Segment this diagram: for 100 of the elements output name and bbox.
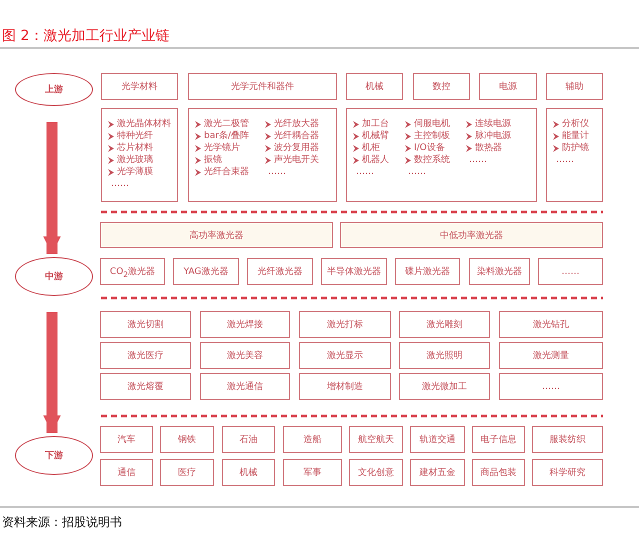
arrow: [43, 122, 61, 254]
category-label: 商品包装: [480, 466, 516, 479]
category-label: 光学材料: [122, 80, 158, 93]
list-item: 脉冲电源: [475, 131, 511, 142]
category-box: [346, 73, 403, 100]
list-item: 机柜: [362, 143, 380, 154]
category-label: 造船: [304, 434, 322, 446]
category-label: 航空航天: [358, 434, 394, 446]
list-item: ……: [111, 179, 129, 190]
category-box: [200, 342, 290, 369]
category-box: [100, 222, 333, 248]
category-box: [472, 426, 525, 453]
category-box: [399, 342, 490, 369]
list-item: 光纤合束器: [204, 167, 249, 178]
list-box: [101, 108, 178, 202]
list-item: 防护镜: [562, 143, 589, 154]
category-label: 服装纺织: [550, 434, 586, 446]
stage-label: 上游: [45, 83, 63, 96]
category-box: [538, 258, 603, 285]
category-box: [349, 426, 403, 453]
category-box: [299, 311, 391, 338]
category-label: ……: [542, 382, 560, 392]
category-box: [399, 311, 490, 338]
list-item: 分析仪: [562, 119, 589, 130]
category-label: 激光微加工: [422, 380, 467, 393]
category-label: 激光通信: [227, 380, 263, 393]
list-item: 特种光纤: [117, 131, 153, 142]
category-label: 激光打标: [327, 318, 363, 331]
category-label: 高功率激光器: [190, 230, 244, 242]
category-label: 光学元件和器件: [231, 80, 294, 93]
category-label: 轨道交通: [420, 434, 456, 446]
category-box: [222, 459, 275, 486]
list-item: 数控系统: [414, 155, 450, 166]
stage-label: 下游: [45, 450, 63, 462]
category-label: 激光显示: [327, 350, 363, 362]
category-box: [410, 459, 465, 486]
list-item: 伺服电机: [414, 119, 450, 130]
category-label: 激光切割: [128, 318, 164, 331]
list-item: 光纤放大器: [274, 119, 319, 130]
list-box: [546, 108, 603, 202]
category-box: [349, 459, 403, 486]
category-label: 激光医疗: [128, 350, 164, 362]
category-box: [472, 459, 525, 486]
stage-label: 中游: [45, 270, 63, 283]
category-label: 半导体激光器: [327, 266, 381, 278]
category-label: 电源: [499, 80, 517, 93]
list-item: 光纤耦合器: [274, 131, 319, 142]
category-label: CO$_{2}$激光器: [110, 266, 156, 278]
category-box: [499, 342, 603, 369]
category-box: [100, 373, 191, 400]
category-box: [160, 459, 214, 486]
category-label: 建材五金: [420, 466, 456, 479]
list-box: [346, 108, 537, 202]
category-box: [399, 373, 490, 400]
list-box: [188, 108, 337, 202]
figure-title: 图 2：激光加工行业产业链: [2, 27, 170, 45]
list-item: 光学镜片: [204, 143, 240, 154]
list-item: 波分复用器: [274, 143, 319, 154]
category-label: 钢铁: [178, 434, 196, 446]
category-label: 激光测量: [533, 350, 569, 362]
list-item: ……: [408, 167, 426, 178]
arrow: [43, 312, 61, 433]
list-item: 振镜: [204, 155, 222, 166]
category-box: [100, 311, 191, 338]
category-box: [247, 258, 313, 285]
list-item: 散热器: [475, 143, 502, 154]
category-box: [100, 426, 153, 453]
list-item: bar条/叠阵: [204, 131, 249, 142]
category-box: [532, 426, 603, 453]
category-label: 激光照明: [426, 350, 462, 362]
category-box: [532, 459, 603, 486]
category-box: [499, 373, 603, 400]
source-note: 资料来源：招股说明书: [2, 514, 122, 531]
category-label: 激光钻孔: [533, 318, 569, 331]
category-box: [299, 342, 391, 369]
category-label: 机械: [240, 466, 258, 479]
category-box: [200, 373, 290, 400]
category-label: 军事: [304, 466, 322, 479]
category-label: 碟片激光器: [405, 266, 450, 278]
category-label: 激光焊接: [227, 318, 263, 331]
category-label: 染料激光器: [477, 266, 522, 278]
list-item: 能量计: [562, 131, 589, 142]
category-label: 通信: [118, 466, 136, 479]
category-box: [100, 459, 153, 486]
category-label: 科学研究: [550, 466, 586, 479]
category-box: [469, 258, 530, 285]
category-label: 数控: [432, 80, 450, 93]
list-item: 连续电源: [475, 119, 511, 130]
category-label: 中低功率激光器: [440, 230, 503, 242]
list-item: ……: [556, 155, 574, 166]
category-box: [173, 258, 239, 285]
category-label: 辅助: [566, 80, 584, 93]
category-box: [413, 73, 470, 100]
list-item: 机械臂: [362, 131, 389, 142]
category-box: [283, 426, 342, 453]
category-label: 石油: [240, 434, 258, 446]
category-box: [340, 222, 603, 248]
category-label: 汽车: [118, 434, 136, 446]
category-box: [188, 73, 337, 100]
list-item: 激光晶体材料: [117, 119, 171, 130]
